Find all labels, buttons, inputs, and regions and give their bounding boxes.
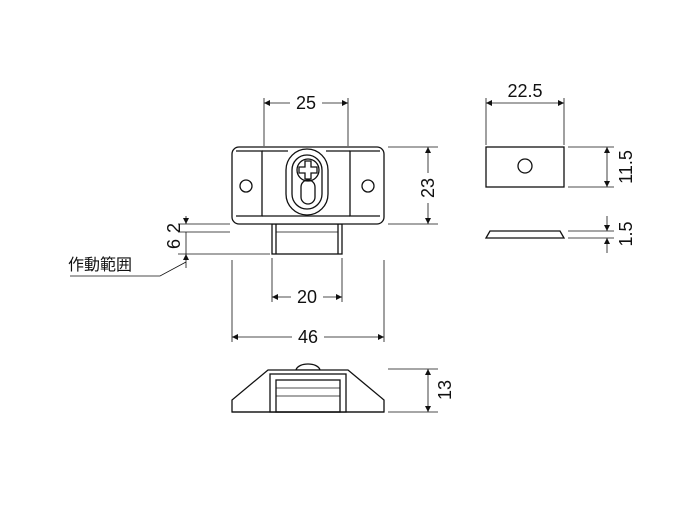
dim-label-2: 2 [164,223,184,233]
strike-plate [485,146,565,188]
dim-25: 25 [263,92,349,146]
strike-plate-edge [484,230,566,239]
dim-label-6: 6 [164,239,184,249]
strike-plate-edge-shape [484,230,566,239]
adjust-slot-outer [285,148,329,216]
right-panel [349,150,380,217]
strike-plate-front [485,146,565,188]
dim-label-11-5: 11.5 [616,150,636,184]
dim-20: 20 [271,258,343,307]
dim-label-22-5: 22.5 [507,81,542,101]
adjust-slot-inner [291,154,323,210]
catch-body [231,146,385,225]
dim-label-23: 23 [418,178,438,198]
dim-46: 46 [231,260,385,347]
left-panel [236,150,263,217]
dim-label-1-5: 1.5 [616,221,636,246]
dim-23: 23 [388,146,438,225]
dim-22-5: 22.5 [485,80,565,145]
dim-label-20: 20 [297,287,317,307]
mounting-hole-left [239,179,253,193]
screw-head-icon [296,158,320,182]
dim-label-25: 25 [296,93,316,113]
operating-range-label: 作動範囲 [68,255,132,274]
screw-top [295,363,321,371]
plunger [271,223,343,255]
dim-11-5: 11.5 [568,144,636,190]
dim-label-46: 46 [298,327,318,347]
mounting-hole-right [361,179,375,193]
dim-operating-range: 2 6 作動範囲 [68,216,270,277]
dim-13: 13 [388,368,456,413]
strike-plate-hole [517,158,533,174]
leader-line [70,261,187,277]
front-view [231,146,385,255]
dim-label-13: 13 [435,380,455,400]
side-view [231,363,385,413]
slot-lower [300,179,316,205]
dim-1-5: 1.5 [568,216,636,253]
phillips-cross-icon [298,160,318,180]
